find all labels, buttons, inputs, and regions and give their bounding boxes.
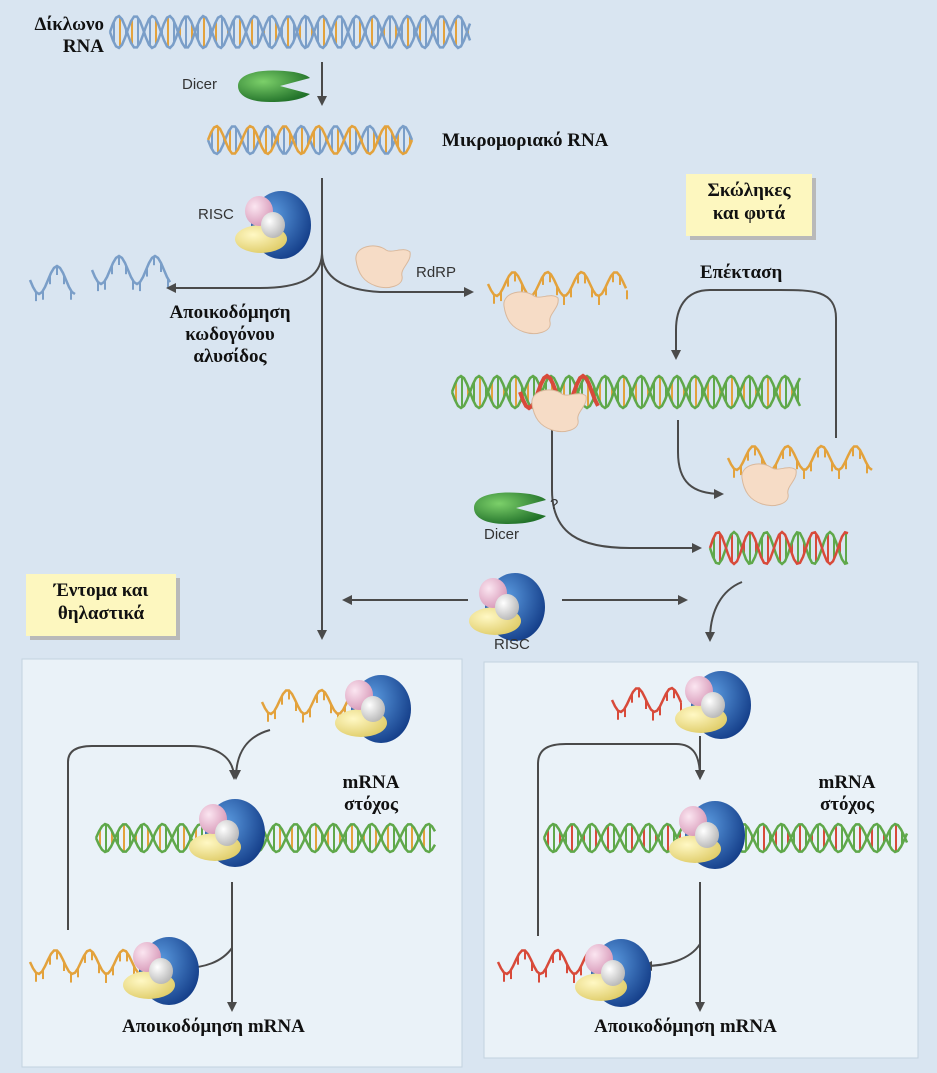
- rdrp-free-icon: [355, 245, 411, 289]
- helix-strand: [90, 254, 172, 286]
- risc-top-icon: [235, 191, 311, 259]
- helix-strand: [708, 530, 849, 566]
- arrow-to-extended-strand: [677, 420, 724, 499]
- dicer-mid-label: Dicer: [484, 526, 520, 543]
- dicer-mid-icon: [474, 492, 546, 524]
- risc-top-label: RISC: [198, 206, 234, 223]
- extension-label: Επέκταση: [700, 262, 783, 283]
- dicer-top-label: Dicer: [182, 76, 218, 93]
- risc-mid-icon: [469, 573, 545, 641]
- sirna-label: Μικρομοριακό RNA: [442, 130, 609, 151]
- rdrp-extended-icon: [741, 463, 797, 507]
- helix-strand: [28, 264, 76, 296]
- helix-strand: [94, 822, 437, 854]
- rdrp-bound-icon: [503, 291, 559, 335]
- arrow-to-dicer-product: [551, 424, 702, 553]
- helix-strand: [496, 948, 590, 976]
- helix-strand: [708, 530, 849, 566]
- pathway-arrows: [67, 62, 837, 1012]
- dsrna-label: Δίκλωνο RNA: [34, 14, 104, 57]
- helix-strand: [108, 14, 472, 50]
- passenger-degradation-label: Αποικοδόμηση κωδογόνου αλυσίδος: [169, 302, 291, 367]
- rdrp-helix-icon: [531, 389, 587, 433]
- insects-mammals-note: Έντομα και θηλαστικά: [26, 574, 176, 636]
- dicer-question-mark: ?: [550, 496, 559, 513]
- helix-strand: [450, 374, 802, 410]
- arrow-left-recycle: [67, 745, 239, 930]
- target-mrna-left-label: mRNA στόχος: [342, 772, 400, 815]
- arrow-to-right-panel: [705, 581, 743, 642]
- helix-strand: [486, 270, 628, 298]
- mrna-degradation-right-label: Αποικοδόμηση mRNA: [594, 1016, 777, 1037]
- dicer-top-icon: [238, 70, 310, 102]
- arrow-extension-loop: [671, 289, 837, 438]
- arrow-right-recycle: [537, 743, 705, 936]
- rdrp-label: RdRP: [416, 264, 457, 281]
- risc-mid-label: RISC: [494, 636, 530, 653]
- helix-strand: [726, 444, 873, 472]
- helix-strand: [450, 374, 802, 410]
- helix-strand: [206, 124, 414, 156]
- mrna-degradation-left-label: Αποικοδόμηση mRNA: [122, 1016, 305, 1037]
- helix-strand: [108, 14, 472, 50]
- worms-plants-note: Σκώληκες και φυτά: [686, 174, 812, 236]
- target-mrna-right-label: mRNA στόχος: [818, 772, 876, 815]
